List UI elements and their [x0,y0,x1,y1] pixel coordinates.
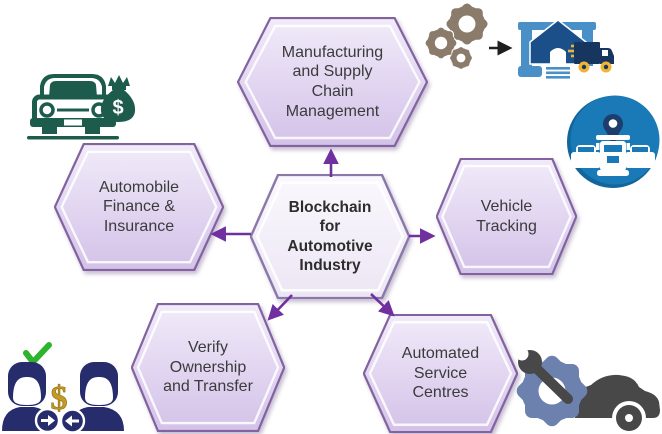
hex-node-vehicle-tracking: Vehicle Tracking [436,158,577,275]
car-right-icon [625,145,655,168]
car-money-bag-icon: $ [27,74,136,140]
hexagon-shape [250,174,410,299]
hex-node-automobile-finance: Automobile Finance & Insurance [54,143,224,271]
wrench-icon [512,345,573,404]
gear-wrench-car-icon [512,345,660,434]
gears-arrow-warehouse-icon [424,2,614,79]
delivery-truck-icon [568,42,614,73]
gear-icon [516,355,588,427]
check-icon [23,342,52,365]
hex-node-center: Blockchain for Automotive Industry [250,174,410,299]
truck-front-icon [596,135,630,176]
hex-node-automated-service: Automated Service Centres [363,314,518,433]
fleet-vehicles-icon [571,135,655,176]
hex-node-manufacturing: Manufacturing and Supply Chain Managemen… [237,17,428,147]
hexagon-shape [436,158,577,275]
gears-icon [424,2,489,71]
money-bag-dollar: $ [112,97,123,119]
people-exchange-icon: $ [2,342,124,434]
hex-label-center: Blockchain for Automotive Industry [287,198,373,274]
hexagon-shape [54,143,224,271]
hex-label-automated-service: Automated Service Centres [401,345,480,402]
dollar-icon: $ [51,380,68,417]
car-left-icon [571,145,601,168]
fleet-location-pin-icon [567,95,660,188]
money-bag-icon: $ [100,75,136,122]
hex-label-verify-ownership: Verify Ownership and Transfer [163,339,253,396]
hex-node-verify-ownership: Verify Ownership and Transfer [131,303,285,432]
car-side-icon [575,374,660,434]
hexagon-shape [131,303,285,432]
hex-label-vehicle-tracking: Vehicle Tracking [476,197,537,235]
hex-label-manufacturing: Manufacturing and Supply Chain Managemen… [281,43,384,120]
transfer-arrows-icon [34,407,86,434]
hex-label-automobile-finance: Automobile Finance & Insurance [98,178,180,235]
warehouse-truck-icon [518,19,614,79]
hexagon-shape [237,17,428,147]
